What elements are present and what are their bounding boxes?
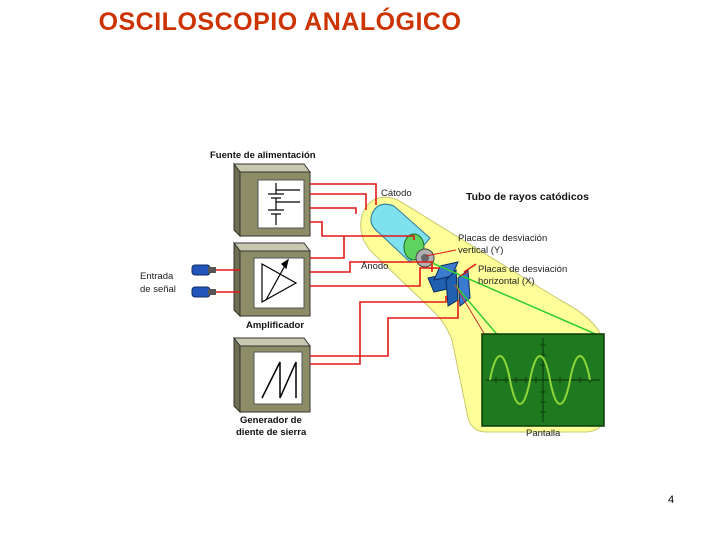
- signal-input-connectors: [191, 264, 216, 298]
- amplifier-box: [233, 241, 311, 318]
- oscilloscope-screen: [481, 333, 605, 427]
- label-vertical-plates-line2: vertical (Y): [458, 245, 503, 256]
- amplifier-symbol: [261, 258, 298, 304]
- label-sawtooth-line1: Generador de: [240, 415, 302, 426]
- sawtooth-generator-box: [233, 336, 311, 414]
- label-screen: Pantalla: [526, 428, 561, 439]
- label-horizontal-plates-line1: Placas de desviación: [478, 264, 567, 275]
- label-anode: Ánodo: [361, 261, 388, 272]
- horizontal-deflection-plates: [445, 268, 471, 307]
- battery-symbol: [268, 183, 300, 225]
- label-crt: Tubo de rayos catódicos: [466, 191, 589, 203]
- label-signal-input-line2: de señal: [140, 284, 176, 295]
- page-number: 4: [668, 494, 675, 506]
- sine-trace: [489, 355, 591, 405]
- sawtooth-symbol: [261, 361, 297, 399]
- label-cathode: Cátodo: [381, 188, 412, 199]
- page-title: OSCILOSCOPIO ANALÓGICO: [98, 8, 462, 36]
- label-horizontal-plates-line2: horizontal (X): [478, 276, 535, 287]
- label-sawtooth-line2: diente de sierra: [236, 427, 307, 438]
- label-signal-input-line1: Entrada: [140, 271, 174, 282]
- red-wires: [216, 183, 477, 365]
- label-power-supply: Fuente de alimentación: [210, 150, 316, 161]
- label-amplifier: Amplificador: [246, 320, 304, 331]
- power-supply-box: [233, 162, 311, 238]
- label-vertical-plates-line1: Placas de desviación: [458, 233, 547, 244]
